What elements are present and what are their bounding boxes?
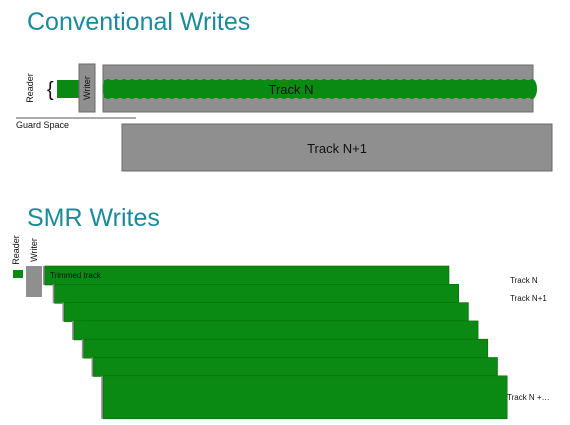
conv-band-bead <box>375 79 385 99</box>
conv-band-bead <box>319 79 329 99</box>
conv-band-bead <box>311 79 321 99</box>
conv-band-bead <box>423 79 433 99</box>
smr-reader-label: Reader <box>11 235 21 265</box>
smr-track-label-n: Track N <box>510 276 538 285</box>
conv-band-bead <box>207 79 217 99</box>
conv-band-bead <box>263 79 273 99</box>
conv-band-bead <box>127 79 137 99</box>
conv-band-bead <box>159 79 169 99</box>
conv-band-bead <box>143 79 153 99</box>
conv-band-bead <box>455 79 465 99</box>
conv-track-n1-label: Track N+1 <box>307 141 367 156</box>
conv-band-bead <box>495 79 505 99</box>
conv-band-bead <box>271 79 281 99</box>
smr-track <box>93 357 498 377</box>
conv-band-bead <box>399 79 409 99</box>
conv-band-bead <box>103 79 113 99</box>
smr-writes-title: SMR Writes <box>27 204 160 232</box>
conv-band-bead <box>471 79 481 99</box>
conv-band-bead <box>247 79 257 99</box>
conv-band-bead <box>407 79 417 99</box>
conv-band-bead <box>503 79 513 99</box>
conv-band-bead <box>167 79 177 99</box>
conv-band-bead <box>191 79 201 99</box>
smr-track-label-n1: Track N+1 <box>510 294 547 303</box>
conv-track-n-written-band <box>103 79 537 99</box>
smr-track <box>83 338 489 359</box>
conv-track-n-label: Track N <box>268 82 313 97</box>
conv-band-bead <box>279 79 289 99</box>
conv-band-bead <box>303 79 313 99</box>
conv-band-bead <box>255 79 265 99</box>
conv-track-n1 <box>121 123 553 172</box>
conv-band-bead <box>527 79 537 99</box>
conv-band-bead <box>383 79 393 99</box>
conv-band-bead <box>231 79 241 99</box>
conv-band-bead <box>447 79 457 99</box>
smr-track <box>64 302 469 322</box>
conv-band-bead <box>215 79 225 99</box>
conv-band-bead <box>343 79 353 99</box>
smr-track <box>54 283 460 304</box>
conv-reader-label: Reader <box>25 73 35 103</box>
conv-band-bead <box>519 79 529 99</box>
conv-band-bead <box>151 79 161 99</box>
conv-band-bead <box>135 79 145 99</box>
smr-writer-label: Writer <box>29 238 39 262</box>
conv-band-bead <box>183 79 193 99</box>
conv-band-bead <box>439 79 449 99</box>
conv-band-bead <box>335 79 345 99</box>
smr-track <box>44 265 450 286</box>
conv-band-bead <box>287 79 297 99</box>
conv-band-bead <box>119 79 129 99</box>
conv-band-bead <box>359 79 369 99</box>
conv-band-bead <box>391 79 401 99</box>
conv-band-bead <box>487 79 497 99</box>
conv-reader-brace: { <box>47 79 54 101</box>
trimmed-track-label: Trimmed track <box>50 271 102 280</box>
smr-track <box>73 320 479 341</box>
conv-reader-head <box>57 80 79 98</box>
conventional-writes-title: Conventional Writes <box>27 8 251 36</box>
conv-band-bead <box>463 79 473 99</box>
conv-band-bead <box>511 79 521 99</box>
conv-band-bead <box>327 79 337 99</box>
smr-diagram: Reader Writer Trimmed track Track N Trac… <box>11 235 550 420</box>
conv-writer-head <box>78 63 96 113</box>
conv-band-bead <box>175 79 185 99</box>
smr-track-label-nplus: Track N +… <box>507 393 550 402</box>
conv-band-bead <box>351 79 361 99</box>
smr-writer-head <box>26 266 42 297</box>
conv-band-bead <box>111 79 121 99</box>
conv-band-bead <box>295 79 305 99</box>
conventional-diagram: Reader { Writer Track N Guard Space Trac… <box>16 63 553 172</box>
conv-band-bead <box>367 79 377 99</box>
guard-space-label: Guard Space <box>16 120 69 130</box>
smr-track-stack <box>43 265 508 420</box>
smr-reader-head <box>13 270 23 278</box>
conv-band-bead <box>479 79 489 99</box>
conv-band-bead <box>199 79 209 99</box>
conv-band-bead <box>239 79 249 99</box>
conv-writer-label: Writer <box>82 76 92 100</box>
conv-band-bead <box>415 79 425 99</box>
conv-band-bead <box>223 79 233 99</box>
conv-band-bead <box>431 79 441 99</box>
smr-track <box>102 375 508 420</box>
